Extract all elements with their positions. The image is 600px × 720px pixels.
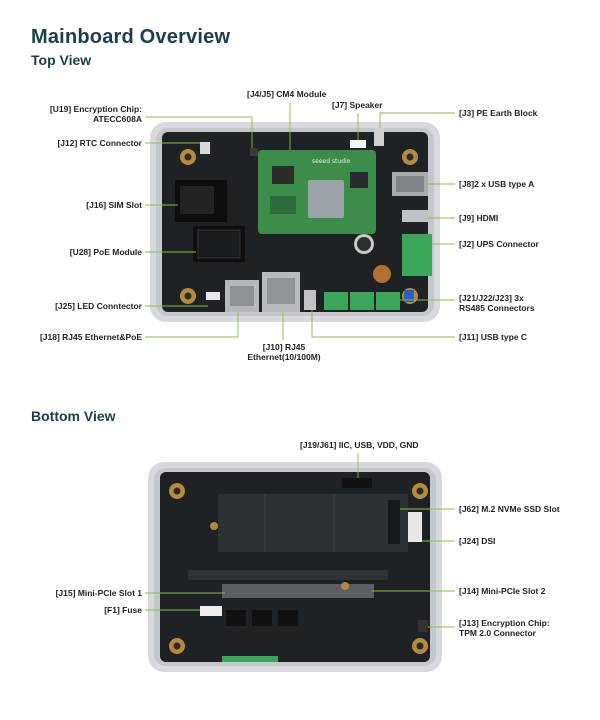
speaker-connector [350, 140, 366, 148]
encryption-chip [250, 148, 258, 156]
label-u19: [U19] Encryption Chip: ATECC608A [49, 104, 142, 124]
tpm-connector [418, 620, 428, 632]
top-view-board: seeed studio [150, 122, 440, 322]
label-j11: [J11] USB type C [459, 332, 528, 342]
pe-earth-block [374, 128, 384, 146]
ups-connector [402, 234, 432, 276]
bottom-leader-lines [145, 453, 455, 628]
label-j13: [J13] Encryption Chip: TPM 2.0 Connector [459, 618, 550, 638]
rs485-connector [350, 292, 374, 310]
label-j4j5: [J4/J5] CM4 Module [247, 89, 327, 99]
label-j19: [J19/J61] IIC, USB, VDD, GND [300, 440, 419, 450]
label-j12: [J12] RTC Connector [57, 138, 142, 148]
label-j21: [J21/J22/J23] 3x RS485 Connectors [459, 293, 535, 313]
label-j16: [J16] SIM Slot [86, 200, 142, 210]
board-brand-text: seeed studio [312, 158, 351, 165]
label-j24: [J24] DSI [459, 536, 496, 546]
label-j15: [J15] Mini-PCIe Slot 1 [55, 588, 142, 598]
label-j14: [J14] Mini-PCIe Slot 2 [459, 586, 546, 596]
label-j10: [J10] RJ45 Ethernet(10/100M) [247, 342, 321, 362]
fuse [200, 606, 222, 616]
iic-usb-header [342, 478, 372, 488]
bottom-view-heading: Bottom View [31, 408, 116, 424]
rs485-connector [324, 292, 348, 310]
label-u28: [U28] PoE Module [69, 247, 142, 257]
led-connector [206, 292, 220, 300]
label-f1: [F1] Fuse [104, 605, 142, 615]
rs485-connector [376, 292, 400, 310]
label-j3: [J3] PE Earth Block [459, 108, 538, 118]
label-j18: [J18] RJ45 Ethernet&PoE [39, 332, 142, 342]
label-j62: [J62] M.2 NVMe SSD Slot [459, 504, 560, 514]
label-j9: [J9] HDMI [459, 213, 499, 223]
top-view-heading: Top View [31, 52, 92, 68]
dsi-connector [408, 512, 422, 542]
hdmi-port [402, 210, 428, 222]
rtc-connector [200, 142, 210, 154]
label-j8: [J8]2 x USB type A [459, 179, 535, 189]
page-title: Mainboard Overview [31, 26, 231, 48]
usb-c-port [304, 290, 316, 310]
mini-pcie-slot-2 [296, 584, 374, 598]
label-j2: [J2] UPS Connector [459, 239, 539, 249]
label-j25: [J25] LED Conntector [55, 301, 142, 311]
bottom-view-board [148, 462, 442, 672]
label-j7: [J7] Speaker [332, 100, 383, 110]
mini-pcie-slot-1 [222, 584, 300, 598]
top-leader-lines [145, 103, 455, 340]
m2-nvme-slot [218, 494, 408, 552]
